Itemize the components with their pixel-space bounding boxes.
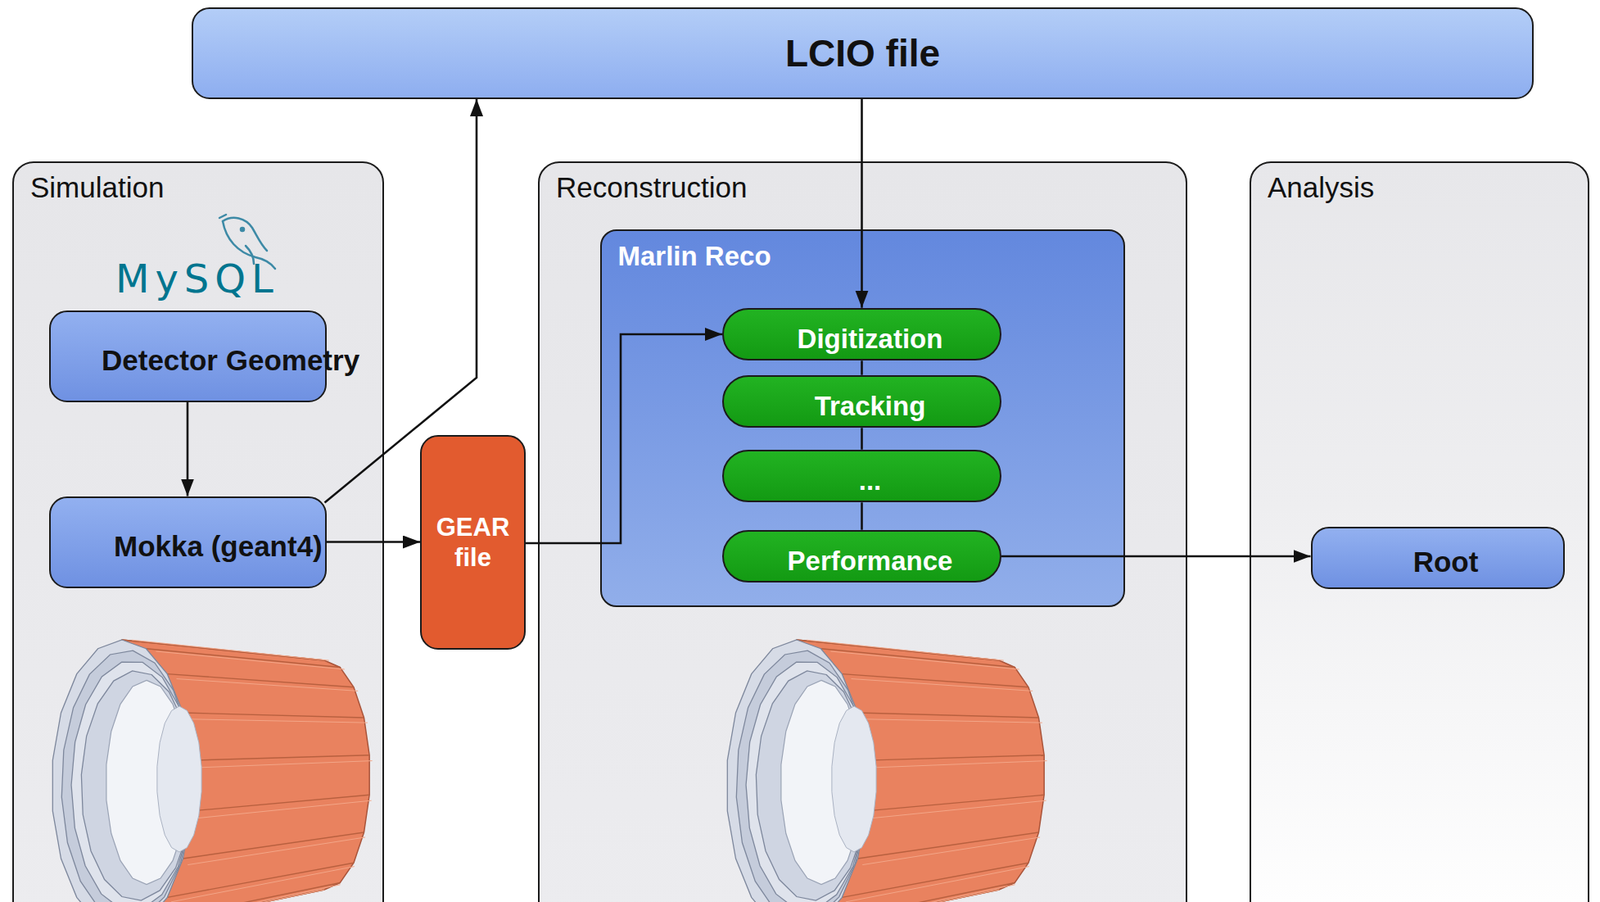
node-label: Mokka (geant4) <box>97 520 278 564</box>
file-bar: LCIO file <box>191 7 1534 100</box>
detector-barrel-illustration <box>727 639 1047 902</box>
processor-box: Digitization <box>722 307 1002 362</box>
stage-panel: ReconstructionMarlin RecoDigitizationTra… <box>537 161 1188 902</box>
process-box: Detector Geometry <box>49 310 327 403</box>
chain-line <box>860 501 864 529</box>
node-label: Root <box>1396 536 1479 579</box>
file-box: GEAR file <box>420 434 526 650</box>
flow-arrow <box>1001 555 1311 558</box>
process-box: Mokka (geant4) <box>49 496 327 588</box>
flow-arrow <box>860 99 864 308</box>
processor-box: Performance <box>722 529 1002 584</box>
node-label: Detector Geometry <box>85 334 290 378</box>
node-label: Tracking <box>798 379 927 423</box>
logo-text: MySQL <box>115 255 280 302</box>
flow-arrow <box>525 334 723 543</box>
detector-barrel-illustration <box>52 639 372 902</box>
flow-arrow <box>325 99 478 503</box>
node-label: Simulation <box>13 162 383 204</box>
node-label: Marlin Reco <box>601 230 1124 272</box>
node-label: LCIO file <box>785 31 941 76</box>
node-label: Performance <box>771 534 954 578</box>
tool-box: Root <box>1310 526 1565 589</box>
processor-box: Tracking <box>722 375 1002 429</box>
node-label: ... <box>842 454 882 498</box>
chain-line <box>860 427 864 449</box>
stage-panel: AnalysisRoot <box>1249 161 1590 902</box>
node-label: Analysis <box>1251 162 1588 204</box>
chain-line <box>860 360 864 375</box>
node-label: Reconstruction <box>539 162 1186 204</box>
node-label: GEAR file <box>432 511 515 573</box>
framework-box: Marlin RecoDigitizationTracking... Perfor… <box>600 229 1126 607</box>
flow-arrow <box>186 402 190 497</box>
processor-box: ... <box>722 449 1002 503</box>
flow-arrow <box>326 540 421 543</box>
node-label: Digitization <box>781 312 944 356</box>
